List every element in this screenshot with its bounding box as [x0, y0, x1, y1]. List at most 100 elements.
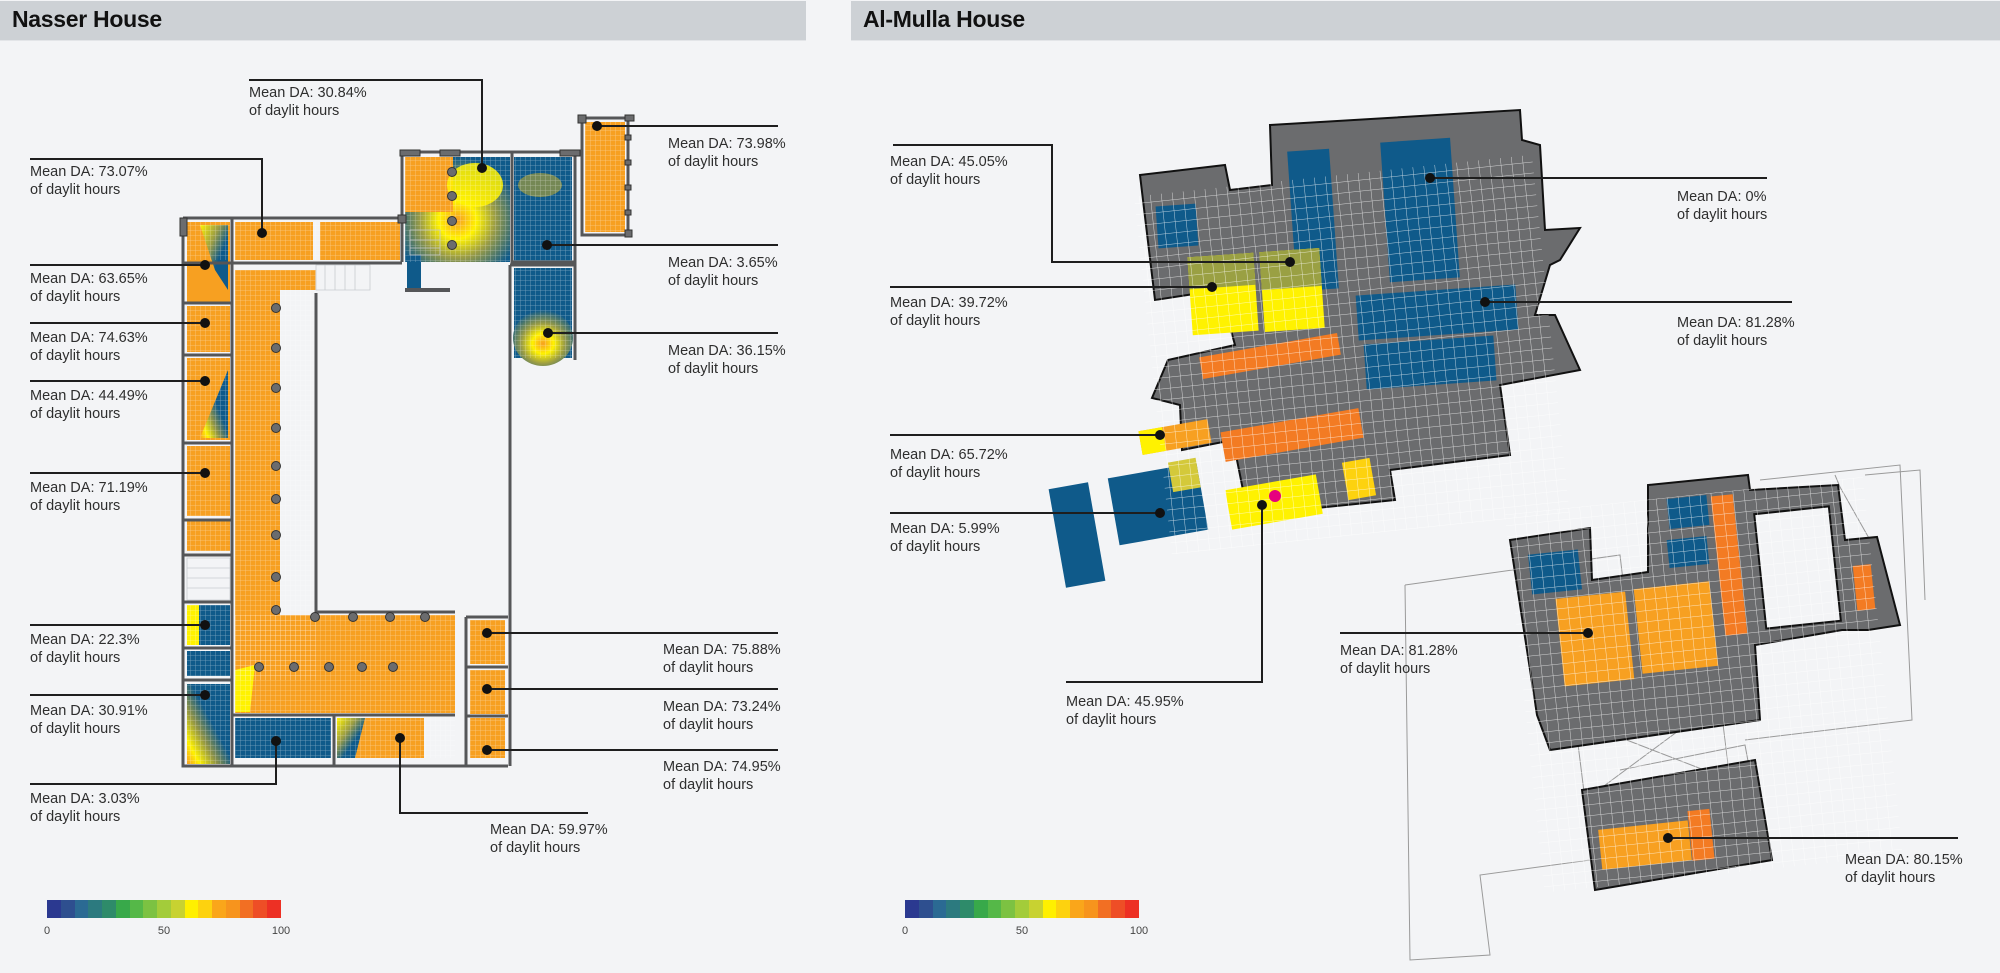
annotation-value: Mean DA: 80.15%	[1845, 852, 1963, 868]
legend-swatch	[253, 900, 268, 918]
legend-swatch	[932, 900, 947, 918]
room-top-blue-2	[1380, 137, 1460, 283]
legend-swatch	[198, 900, 213, 918]
legend-tick-min: 0	[901, 925, 909, 937]
legend-swatch	[1111, 900, 1126, 918]
legend-swatch	[170, 900, 185, 918]
legend-swatch	[60, 900, 75, 918]
annotation-nasser-9: Mean DA: 3.03%of daylit hours	[30, 791, 140, 826]
legend-swatch	[212, 900, 226, 918]
legend-tick-min: 0	[43, 925, 51, 937]
annotation-nasser-16: Mean DA: 59.97%of daylit hours	[490, 822, 608, 857]
annotation-value: Mean DA: 45.05%	[890, 154, 1008, 170]
room-lr-orange-2	[1633, 581, 1719, 674]
legend-swatch	[973, 900, 988, 918]
al-mulla-rooms	[1048, 137, 1519, 588]
legend-tick-max: 100	[271, 925, 291, 937]
annotation-value: Mean DA: 44.49%	[30, 388, 148, 404]
room-lr-bottom	[1598, 820, 1692, 870]
room-lr-blue-1	[1528, 549, 1582, 595]
room-lit-2-top	[1259, 248, 1322, 291]
annotation-almulla-6: Mean DA: 0%of daylit hours	[1677, 189, 1767, 224]
legend-swatch	[1056, 900, 1071, 918]
legend-color-bar	[905, 900, 1140, 918]
nasser-leader-lines	[30, 79, 778, 814]
nasser-house-floor-plan	[30, 79, 778, 814]
legend-ticks: 0 50 100	[43, 925, 290, 941]
legend-swatch	[267, 900, 282, 918]
nasser-color-legend: 0 50 100	[43, 900, 290, 941]
annotation-nasser-10: Mean DA: 73.98%of daylit hours	[668, 136, 786, 171]
annotation-value: Mean DA: 30.91%	[30, 703, 148, 719]
annotation-value: Mean DA: 65.72%	[890, 447, 1008, 463]
annotation-unit: of daylit hours	[30, 405, 121, 422]
annotation-unit: of daylit hours	[490, 839, 581, 856]
annotation-nasser-1: Mean DA: 30.84%of daylit hours	[249, 85, 367, 120]
room-lr-small	[1852, 564, 1876, 611]
annotation-nasser-2: Mean DA: 73.07%of daylit hours	[30, 164, 148, 199]
legend-tick-mid: 50	[1015, 925, 1029, 937]
nasser-house-title: Nasser House	[12, 6, 162, 32]
annotation-unit: of daylit hours	[663, 716, 754, 733]
annotation-value: Mean DA: 73.24%	[663, 699, 781, 715]
room-65-72-y	[1138, 427, 1167, 455]
annotation-value: Mean DA: 81.28%	[1340, 643, 1458, 659]
room-lr-blue-2	[1666, 494, 1710, 530]
annotation-unit: of daylit hours	[668, 360, 759, 377]
legend-swatch	[1070, 900, 1084, 918]
annotation-unit: of daylit hours	[890, 171, 981, 188]
legend-ticks: 0 50 100	[901, 925, 1148, 941]
al-mulla-house-header: Al-Mulla House	[851, 1, 2000, 41]
annotation-unit: of daylit hours	[30, 181, 121, 198]
room-sw-blue-1	[1048, 482, 1106, 588]
annotation-value: Mean DA: 5.99%	[890, 521, 1000, 537]
al-mulla-walls	[1138, 108, 1582, 517]
al-mulla-grid	[1134, 154, 1570, 555]
room-lit-1-top	[1187, 252, 1256, 290]
annotation-unit: of daylit hours	[30, 649, 121, 666]
legend-swatch	[184, 900, 199, 918]
legend-swatch	[102, 900, 116, 918]
annotation-almulla-5: Mean DA: 45.95%of daylit hours	[1066, 694, 1184, 729]
annotation-nasser-11: Mean DA: 3.65%of daylit hours	[668, 255, 778, 290]
room-lr-orange-3	[1710, 494, 1748, 636]
annotation-almulla-2: Mean DA: 39.72%of daylit hours	[890, 295, 1008, 330]
leader-59-97	[399, 738, 588, 814]
al-mulla-lower-grid	[1504, 477, 1903, 893]
room-45-95	[1225, 474, 1323, 530]
annotation-nasser-15: Mean DA: 74.95%of daylit hours	[663, 759, 781, 794]
legend-swatch	[1001, 900, 1016, 918]
annotation-nasser-4: Mean DA: 74.63%of daylit hours	[30, 330, 148, 365]
annotation-unit: of daylit hours	[249, 102, 340, 119]
annotation-almulla-7: Mean DA: 81.28%of daylit hours	[1677, 315, 1795, 350]
room-small-yellow	[1341, 457, 1377, 501]
annotation-value: Mean DA: 75.88%	[663, 642, 781, 658]
annotation-nasser-3: Mean DA: 63.65%of daylit hours	[30, 271, 148, 306]
al-mulla-color-legend: 0 50 100	[901, 900, 1148, 941]
room-orange-strip-1	[1199, 333, 1341, 379]
annotation-value: Mean DA: 0%	[1677, 189, 1767, 205]
legend-swatch	[74, 900, 89, 918]
leader-45-95	[1066, 505, 1263, 683]
room-nw-blue	[1155, 203, 1199, 249]
annotation-value: Mean DA: 71.19%	[30, 480, 148, 496]
legend-swatch	[946, 900, 961, 918]
legend-swatch	[88, 900, 103, 918]
annotation-unit: of daylit hours	[890, 312, 981, 329]
room-east-blue-lower	[1363, 335, 1497, 390]
annotation-value: Mean DA: 3.03%	[30, 791, 140, 807]
annotation-value: Mean DA: 74.95%	[663, 759, 781, 775]
annotation-value: Mean DA: 73.98%	[668, 136, 786, 152]
al-mulla-lower-walls	[1508, 473, 1902, 892]
legend-swatch	[115, 900, 130, 918]
annotation-unit: of daylit hours	[1066, 711, 1157, 728]
legend-tick-max: 100	[1129, 925, 1149, 937]
highlight-point	[1269, 490, 1281, 502]
annotation-unit: of daylit hours	[668, 272, 759, 289]
annotation-unit: of daylit hours	[1677, 206, 1768, 223]
room-top-blue-1	[1287, 148, 1339, 292]
room-lr-blue-3	[1666, 535, 1710, 569]
annotation-value: Mean DA: 59.97%	[490, 822, 608, 838]
room-stair-blue	[407, 255, 421, 290]
leader-30-84	[249, 79, 483, 168]
